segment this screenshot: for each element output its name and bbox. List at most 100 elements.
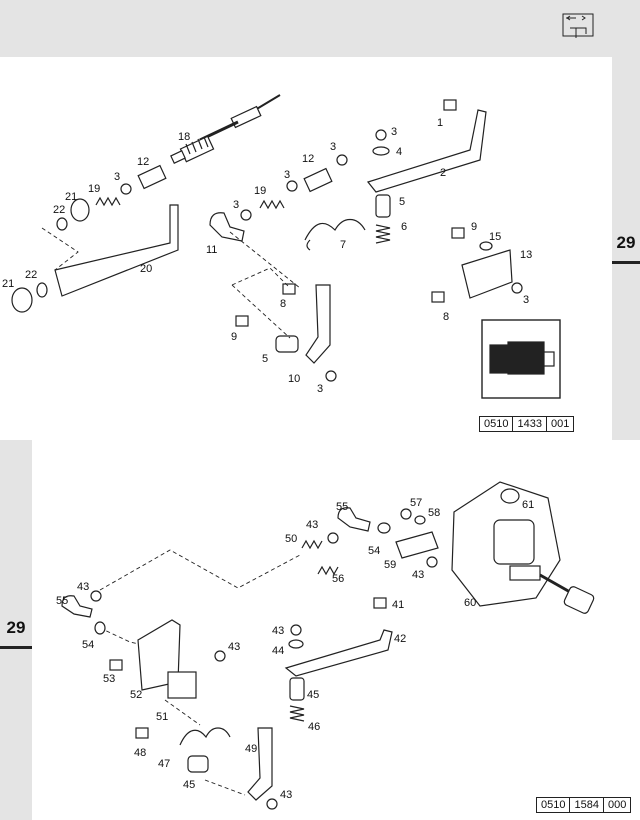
nut <box>327 532 339 544</box>
nut <box>90 590 102 602</box>
callout-43: 43 <box>272 625 284 637</box>
callout-3: 3 <box>391 126 397 138</box>
callout-43: 43 <box>280 789 292 801</box>
callout-45: 45 <box>307 689 319 701</box>
callout-7: 7 <box>340 239 346 251</box>
callout-54: 54 <box>82 639 94 651</box>
callout-3: 3 <box>284 169 290 181</box>
callout-5: 5 <box>262 353 268 365</box>
reference-part: 0510 <box>541 799 566 811</box>
part-callouts: 1 2 3 3 3 3 3 3 3 4 5 5 6 7 8 8 9 9 10 1… <box>2 117 534 801</box>
actuator-motor <box>451 481 595 614</box>
stop-block <box>167 671 197 699</box>
section-tab-upper: 29 <box>612 225 640 264</box>
reference-part: 1584 <box>569 798 602 812</box>
detail-inset <box>481 319 561 399</box>
callout-8: 8 <box>443 311 449 323</box>
callout-3: 3 <box>114 171 120 183</box>
callout-53: 53 <box>103 673 115 685</box>
return-spring <box>304 218 366 251</box>
nut <box>400 508 412 520</box>
washer <box>36 282 48 298</box>
callout-12: 12 <box>302 153 314 165</box>
callout-19: 19 <box>88 183 100 195</box>
bolt <box>431 291 445 303</box>
callout-22: 22 <box>53 204 65 216</box>
callout-60: 60 <box>464 597 476 609</box>
washer <box>377 522 391 534</box>
bolt <box>443 99 457 111</box>
washer <box>94 621 106 635</box>
throttle-cable <box>170 94 281 164</box>
callout-9: 9 <box>231 331 237 343</box>
spacer-sleeve-b <box>303 167 333 193</box>
nut <box>375 129 387 141</box>
callout-9: 9 <box>471 221 477 233</box>
nut <box>511 282 523 294</box>
ball-joint-elbow <box>337 507 371 532</box>
compression-spring <box>289 705 305 722</box>
nut <box>266 798 278 810</box>
callout-3: 3 <box>330 141 336 153</box>
bolt <box>373 597 387 609</box>
mount-plate <box>395 531 439 559</box>
callout-13: 13 <box>520 249 532 261</box>
callout-3: 3 <box>523 294 529 306</box>
header-band <box>0 0 640 57</box>
washer <box>56 217 68 231</box>
linkage-bracket <box>284 629 393 677</box>
callout-43: 43 <box>77 581 89 593</box>
callout-49: 49 <box>245 743 257 755</box>
nut <box>214 650 226 662</box>
washer <box>372 146 390 156</box>
callout-58: 58 <box>428 507 440 519</box>
reference-part: 0510 <box>484 418 509 430</box>
bushing <box>187 755 209 773</box>
callout-3: 3 <box>233 199 239 211</box>
washer <box>288 639 304 649</box>
knob <box>11 287 33 313</box>
callout-55: 55 <box>56 595 68 607</box>
bolt <box>282 283 296 295</box>
reference-part: 001 <box>545 417 573 431</box>
nut <box>426 556 438 568</box>
callout-47: 47 <box>158 758 170 770</box>
bolt <box>451 227 465 239</box>
callout-18: 18 <box>178 131 190 143</box>
linkage-bracket <box>366 109 487 193</box>
spring <box>317 565 339 576</box>
spring <box>95 196 121 207</box>
callout-56: 56 <box>332 573 344 585</box>
bushing <box>275 335 299 353</box>
callout-43: 43 <box>412 569 424 581</box>
section-tab-lower: 29 <box>0 610 32 649</box>
callout-61: 61 <box>522 499 534 511</box>
ball-joint-elbow <box>61 595 93 618</box>
callout-11: 11 <box>206 244 217 256</box>
bolt <box>109 659 123 671</box>
washer <box>414 515 426 525</box>
callout-43: 43 <box>228 641 240 653</box>
callout-42: 42 <box>394 633 406 645</box>
callout-2: 2 <box>440 167 446 179</box>
callout-51: 51 <box>156 711 168 723</box>
callout-20: 20 <box>140 263 152 275</box>
callout-21: 21 <box>65 191 77 203</box>
callout-4: 4 <box>396 146 402 158</box>
bushing <box>289 677 305 701</box>
nut <box>336 154 348 166</box>
callout-46: 46 <box>308 721 320 733</box>
callout-22: 22 <box>25 269 37 281</box>
nut <box>325 370 337 382</box>
callout-44: 44 <box>272 645 284 657</box>
grommet <box>500 488 520 504</box>
callout-48: 48 <box>134 747 146 759</box>
callout-43: 43 <box>306 519 318 531</box>
callout-55: 55 <box>336 501 348 513</box>
callout-6: 6 <box>401 221 407 233</box>
nut <box>290 624 302 636</box>
mount-plate <box>461 249 513 299</box>
callout-57: 57 <box>410 497 422 509</box>
bolt <box>135 727 149 739</box>
